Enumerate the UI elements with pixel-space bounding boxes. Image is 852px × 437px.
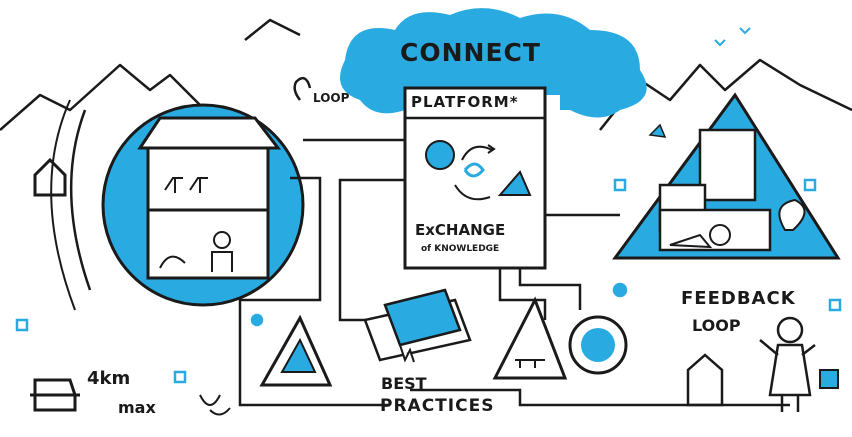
connect-title: CONNECT: [400, 38, 541, 67]
best-label: BEST: [381, 374, 427, 393]
loop-wave: [199, 394, 231, 416]
small-house-right: [686, 353, 724, 407]
platform-card: [403, 86, 547, 270]
platform-label: PLATFORM*: [411, 93, 519, 111]
loop-swirl: [293, 76, 312, 101]
small-house-left: [33, 157, 67, 197]
person-figure: [759, 316, 816, 412]
practices-label: PRACTICES: [380, 396, 495, 416]
of-knowledge-label: of KNOWLEDGE: [421, 244, 500, 254]
box-house-bottom-left: [30, 378, 80, 412]
triangle-bottom-right: [492, 296, 568, 380]
blue-confetti: [15, 178, 842, 384]
mountains-left: [0, 18, 301, 131]
connection-lines: [238, 138, 790, 407]
distance-km-label: 4km: [87, 368, 131, 389]
birds: [714, 27, 751, 47]
exchange-label: ExCHANGE: [415, 221, 506, 239]
feedback-label: FEEDBACK: [681, 288, 796, 309]
distance-max-label: max: [118, 398, 156, 417]
loop-label-top: LOOP: [313, 91, 350, 105]
feedback-loop-label: LOOP: [692, 316, 741, 335]
best-practices-books: [363, 288, 472, 363]
box-right-edge: [819, 369, 839, 389]
village-triangle: [612, 92, 841, 260]
triangle-bottom-left: [259, 314, 333, 387]
community-building-circle: [50, 99, 305, 311]
